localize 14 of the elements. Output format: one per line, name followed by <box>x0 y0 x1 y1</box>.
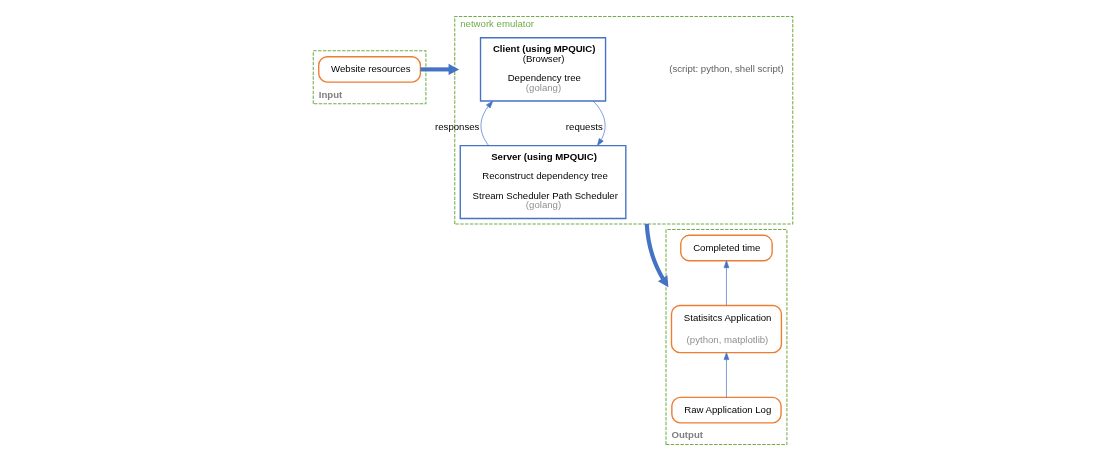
edge-label: responses <box>434 120 479 132</box>
node-box: Server (using MPQUIC) Reconstruct dependency tree Stream Scheduler Path Scheduler (golang) <box>459 144 626 220</box>
edge-label: requests <box>565 120 603 132</box>
node-box: Raw Application Log <box>670 396 782 424</box>
node-box: Client (using MPQUIC) (Browser) Dependency tree (golang) <box>479 37 606 102</box>
arrow <box>723 260 729 306</box>
arrow <box>480 100 493 146</box>
arrow <box>592 100 605 146</box>
arrow <box>723 352 729 398</box>
arrow <box>644 223 668 288</box>
node-box: Website resources <box>317 56 421 83</box>
arrow <box>420 63 459 75</box>
node-box: Statisitcs Application (python, matplotlib) <box>670 304 782 354</box>
node-box: Completed time <box>679 234 773 262</box>
